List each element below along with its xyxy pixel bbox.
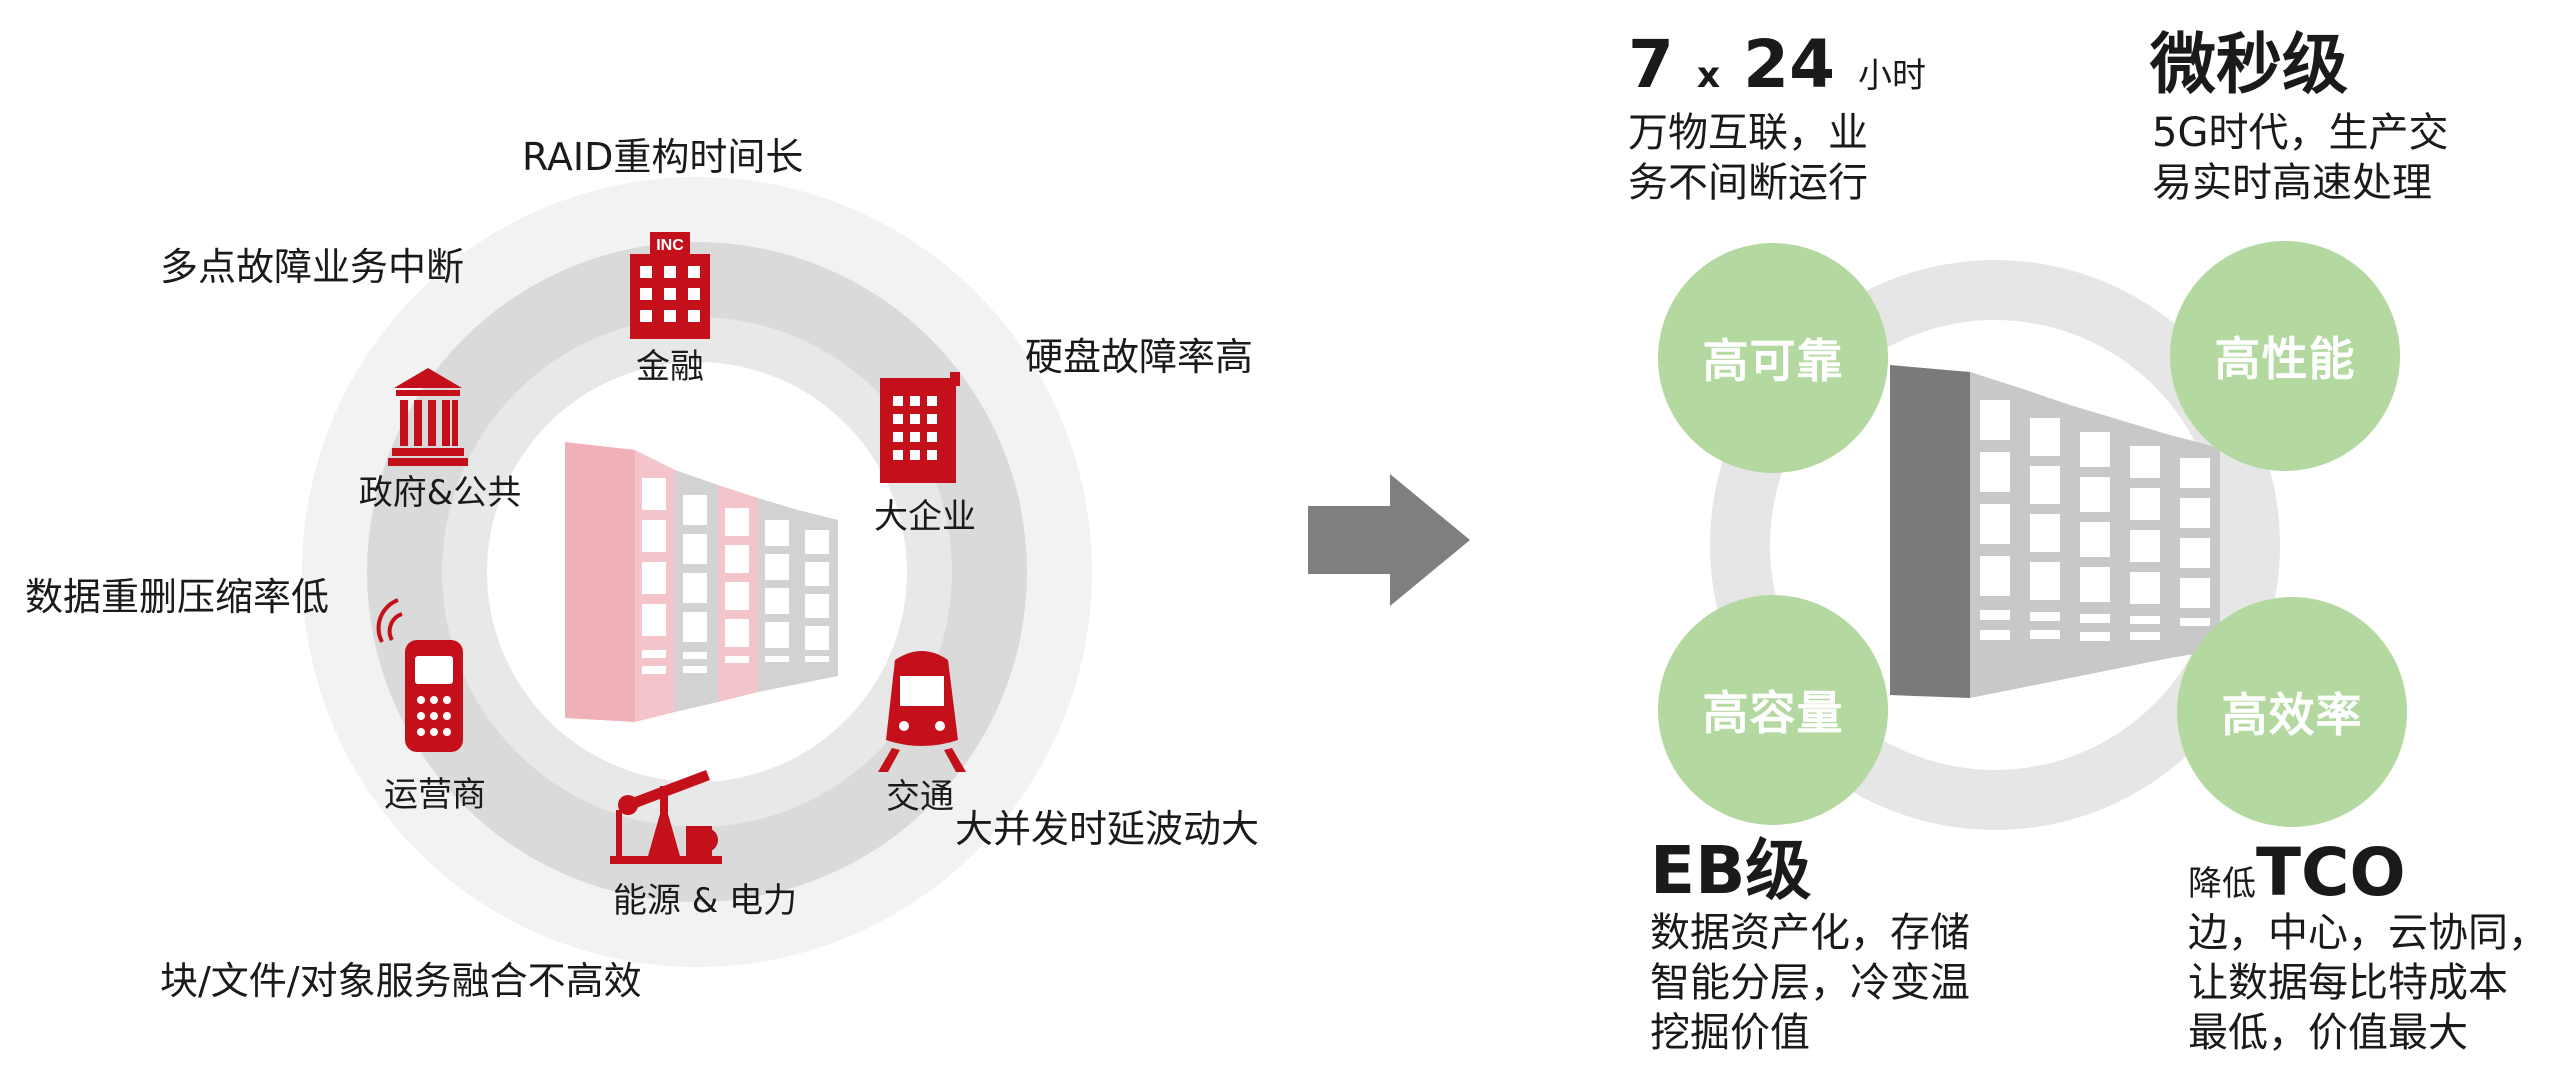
reliability-heading: 7 x 24 小时 <box>1628 32 1926 98</box>
mobile-phone-icon <box>376 598 463 752</box>
bubble-high-efficiency: 高效率 <box>2177 597 2407 827</box>
industry-carrier-label: 运营商 <box>384 775 486 815</box>
reliability-num2: 24 <box>1743 26 1835 103</box>
efficiency-title: TCO <box>2256 834 2406 911</box>
capacity-line3: 挖掘价值 <box>1650 1010 1810 1056</box>
reliability-description: 万物互联，业 务不间断运行 <box>1628 108 1868 208</box>
efficiency-heading: 降低TCO <box>2188 840 2406 906</box>
capacity-line1: 数据资产化，存储 <box>1650 910 1970 956</box>
efficiency-description: 边，中心，云协同， 让数据每比特成本 最低，价值最大 <box>2188 908 2548 1058</box>
storage-rack-icon <box>565 442 838 722</box>
inc-label: INC <box>656 237 684 254</box>
bubble-high-capacity: 高容量 <box>1658 595 1888 825</box>
pain-dedupe: 数据重删压缩率低 <box>25 575 330 619</box>
bubble-high-reliability: 高可靠 <box>1658 243 1888 473</box>
oil-pump-icon <box>610 770 722 864</box>
bank-building-icon: INC <box>630 232 710 339</box>
efficiency-line2: 让数据每比特成本 <box>2188 960 2508 1006</box>
performance-line1: 5G时代，生产交 <box>2152 110 2449 156</box>
performance-description: 5G时代，生产交 易实时高速处理 <box>2152 108 2448 208</box>
storage-array-icon <box>1890 365 2220 698</box>
pain-disk-failure: 硬盘故障率高 <box>1025 335 1254 379</box>
industry-enterprise-label: 大企业 <box>874 497 976 537</box>
capacity-heading: EB级 <box>1650 832 1812 909</box>
reliability-x: x <box>1696 55 1721 96</box>
reliability-unit: 小时 <box>1857 56 1926 96</box>
performance-line2: 易实时高速处理 <box>2152 160 2432 206</box>
train-icon <box>878 651 966 772</box>
pain-latency: 大并发时延波动大 <box>955 807 1260 851</box>
capacity-description: 数据资产化，存储 智能分层，冷变温 挖掘价值 <box>1650 908 1970 1058</box>
bubble-high-performance: 高性能 <box>2170 241 2400 471</box>
pain-raid-rebuild: RAID重构时间长 <box>522 135 804 179</box>
reliability-line2: 务不间断运行 <box>1628 160 1868 206</box>
efficiency-line1: 边，中心，云协同， <box>2188 910 2548 956</box>
industry-finance-label: 金融 <box>636 347 704 387</box>
efficiency-prefix: 降低 <box>2188 864 2256 904</box>
reliability-line1: 万物互联，业 <box>1628 110 1868 156</box>
reliability-num1: 7 <box>1628 26 1674 103</box>
office-building-icon <box>880 372 960 483</box>
right-arrow-icon <box>1308 474 1470 606</box>
pain-multi-fault: 多点故障业务中断 <box>160 245 465 289</box>
government-building-icon <box>388 368 468 466</box>
industry-gov-label: 政府&公共 <box>358 473 522 513</box>
performance-heading: 微秒级 <box>2150 26 2348 103</box>
industry-transport-label: 交通 <box>886 777 954 817</box>
industry-rings: INC <box>302 177 1092 967</box>
efficiency-line3: 最低，价值最大 <box>2188 1010 2468 1056</box>
pain-service-fusion: 块/文件/对象服务融合不高效 <box>160 959 642 1003</box>
industry-energy-label: 能源 & 电力 <box>612 881 798 921</box>
capacity-line2: 智能分层，冷变温 <box>1650 960 1970 1006</box>
